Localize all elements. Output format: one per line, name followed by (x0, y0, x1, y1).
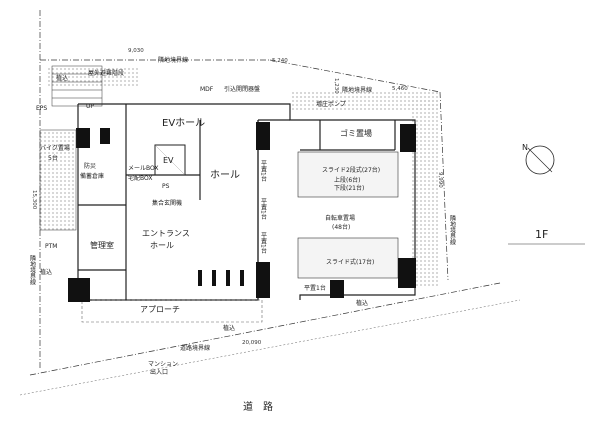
approach-area (81, 299, 263, 323)
management-room-label: 管理室 (90, 240, 114, 250)
flat-parking-vertical-2: 平置1台 (260, 198, 267, 221)
bike-parking-label-1: バイク置場 (40, 144, 70, 152)
road-line (19, 299, 521, 396)
approach-label: アプローチ (140, 305, 180, 314)
flat-parking-vertical-1: 平置1台 (260, 160, 267, 183)
lower-tier-label: 下段(21台) (334, 184, 364, 192)
north-label: N (522, 143, 528, 152)
bicycle-parking-label-2: (48台) (332, 223, 350, 231)
bike-parking-area (39, 129, 77, 231)
planting-top (290, 90, 440, 112)
garbage-label: ゴミ置場 (340, 128, 372, 138)
up-label: UP (86, 103, 94, 110)
ps-label: PS (162, 183, 170, 190)
boundary-left-label: 隣地境界線 (29, 254, 36, 285)
mansion-entrance-label-2: 出入口 (150, 368, 168, 376)
flat-parking-vertical-3: 平置1台 (260, 232, 267, 255)
dimension-15300: 15,300 (31, 190, 37, 210)
delivery-box-label: 宅配BOX (128, 174, 152, 182)
floor-label: 1F (535, 228, 548, 241)
planting-label-4: 植込 (356, 299, 368, 307)
ptm-label: PTM (45, 243, 57, 250)
slide-box (297, 237, 399, 279)
bike-parking-label-2: 5台 (48, 154, 58, 162)
planting-label-2: 植込 (40, 268, 52, 276)
dimension-9990: 9,990 (437, 172, 443, 188)
mdf-label: MDF (200, 86, 214, 93)
dimension-20090: 20,090 (242, 340, 262, 346)
entrance-hall-label-2: ホール (150, 241, 174, 250)
dimension-5240: 5,240 (272, 58, 288, 64)
columns (68, 122, 416, 302)
planting-label-3: 植込 (223, 324, 235, 332)
shared-control-label: 集合玄関機 (152, 199, 182, 207)
outdoor-stair (51, 65, 103, 107)
boundary-right-label: 隣地境界線 (449, 214, 456, 245)
road-label: 道 路 (243, 400, 273, 413)
ev-label: EV (163, 156, 174, 165)
slide-2tier-label: スライド2段式(27台) (322, 166, 380, 174)
boundary-road-label: 道路境界線 (180, 344, 210, 352)
ev-hall-label: EVホール (162, 117, 205, 129)
planting-stair (48, 66, 138, 86)
north-arrow-icon (525, 145, 555, 175)
mail-box-label: メールBOX (128, 165, 158, 172)
entrance-hall-label-1: エントランス (142, 229, 190, 238)
boundary-top-label: 隣地境界線 (158, 56, 188, 64)
incoming-panel-label: 引込開閉器盤 (224, 85, 260, 93)
boundary-top2-label: 隣地境界線 (342, 86, 372, 94)
planting-right (412, 98, 440, 288)
slide-2tier-box (297, 151, 399, 198)
dimension-9030: 9,030 (128, 48, 144, 54)
hall-label: ホール (210, 169, 240, 181)
dimension-1230: 1,230 (333, 78, 339, 94)
bicycle-parking-label-1: 自転車置場 (325, 214, 355, 222)
pump-label: 増圧ポンプ (316, 100, 346, 108)
upper-tier-label: 上段(6台) (334, 176, 361, 184)
elevator-shaft (154, 144, 186, 176)
slide-label: スライド式(17台) (326, 258, 374, 266)
outdoor-stair-label: 屋外避難階段 (88, 69, 124, 77)
flat-parking-label: 平置1台 (304, 284, 326, 292)
disaster-storage-label-1: 防災 (84, 162, 96, 170)
eps-label: EPS (36, 105, 47, 112)
building-walls (77, 103, 416, 301)
dimension-5460: 5,460 (392, 86, 408, 92)
planting-label-1: 植込 (56, 74, 68, 82)
disaster-storage-label-2: 備蓄倉庫 (80, 172, 104, 180)
mansion-entrance-label-1: マンション (148, 361, 178, 368)
